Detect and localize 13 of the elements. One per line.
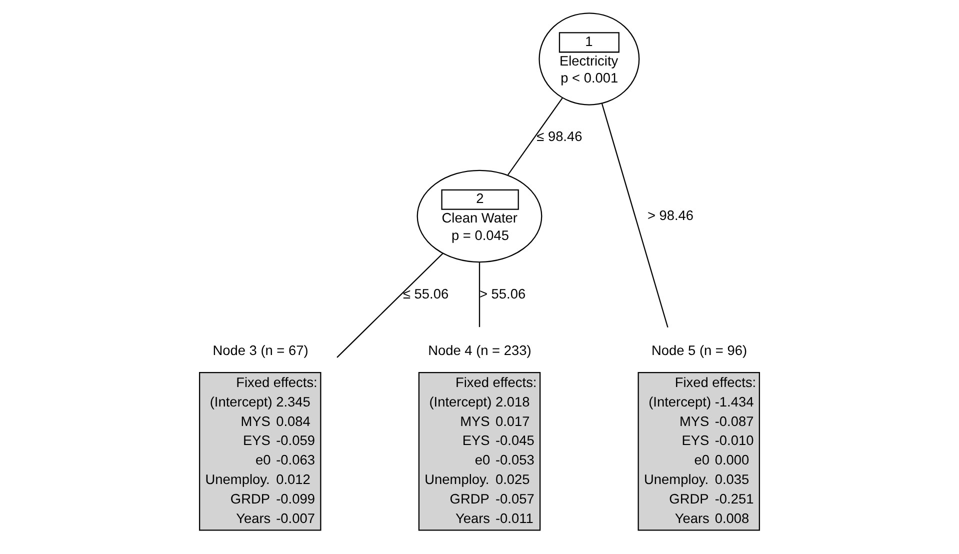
connector [478,262,480,328]
edge-label: ≤ 98.46 [536,129,582,144]
edge-label: > 98.46 [647,208,694,223]
connector [508,98,563,176]
node-label: Node 3 (n = 67) [212,342,308,358]
edge-label: ≤ 55.06 [402,286,449,302]
connector [601,103,668,328]
node-label: Node 4 (n = 233) [428,342,532,358]
node-circle: 1 Electricity p < 0.001 [538,12,640,106]
node-label: Node 5 (n = 96) [651,342,748,358]
edge-label: > 55.06 [480,286,526,302]
connector [336,253,444,358]
node-ellipse: 2 Clean Water p = 0.045 [416,170,542,263]
